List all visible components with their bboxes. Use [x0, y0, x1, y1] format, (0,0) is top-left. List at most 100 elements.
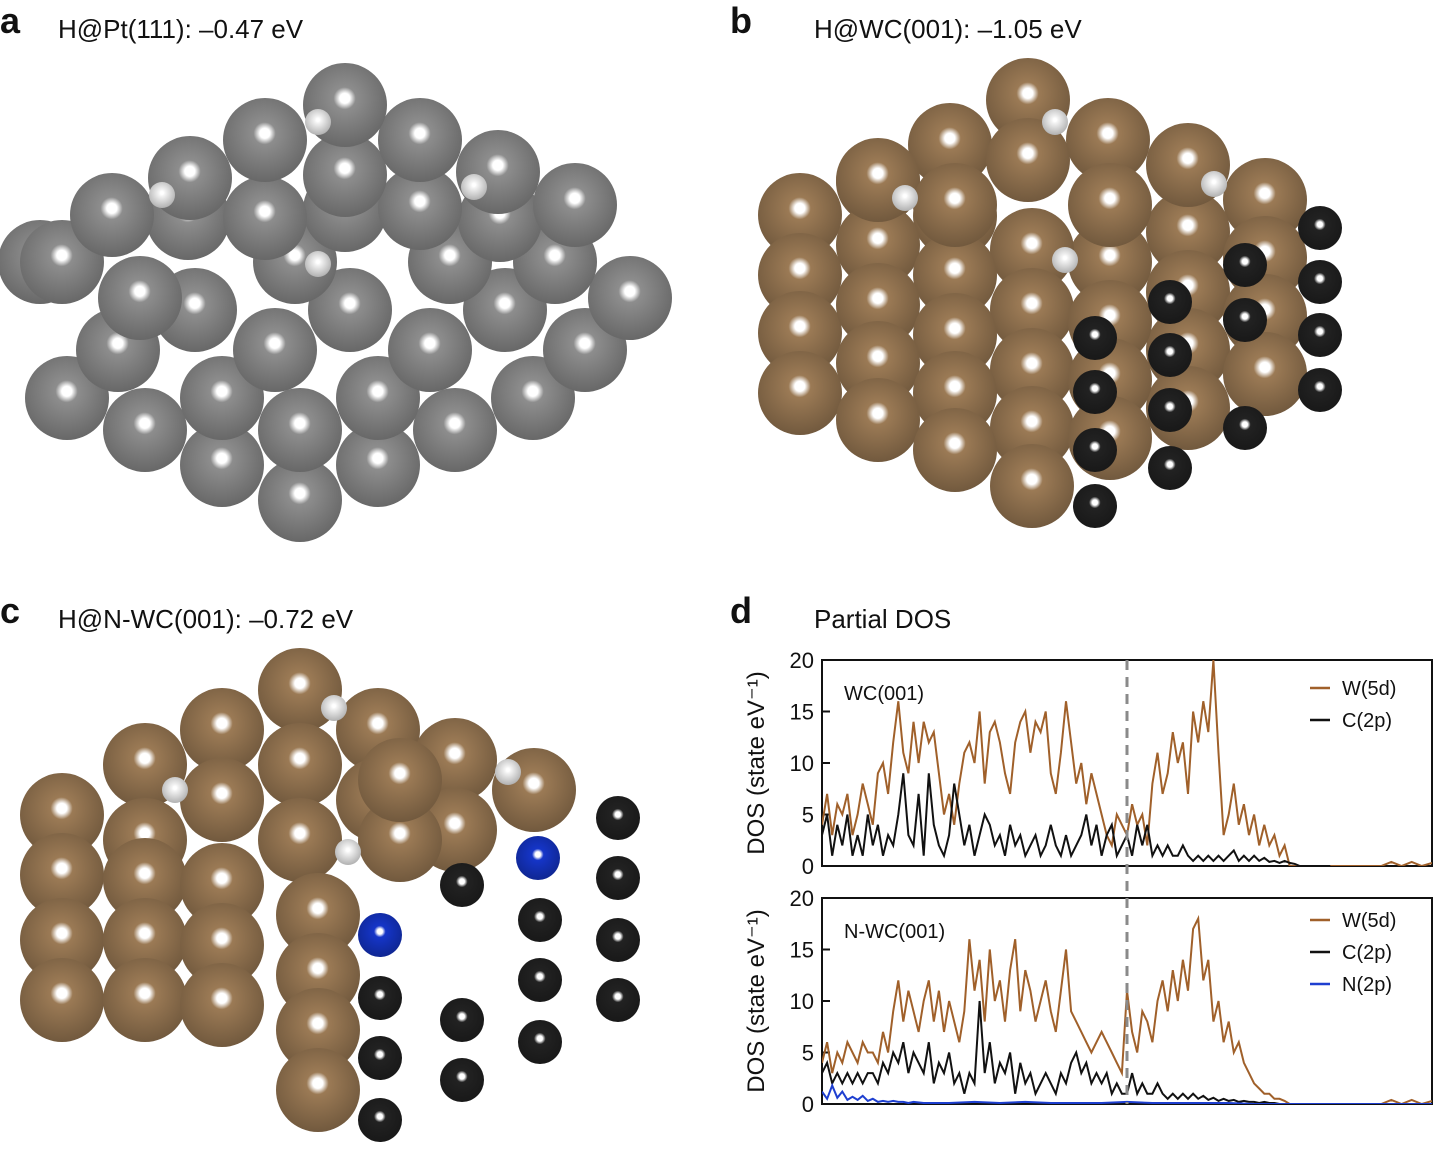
c-atom — [1073, 316, 1117, 360]
h-atom — [321, 695, 347, 721]
w-atom — [20, 773, 104, 857]
w-atom — [913, 163, 997, 247]
w-atom — [358, 798, 442, 882]
c-atom — [1298, 206, 1342, 250]
pt-atom — [378, 166, 462, 250]
w-atom — [758, 291, 842, 375]
w-atom — [913, 233, 997, 317]
h-atom — [305, 109, 331, 135]
pt-atom — [388, 308, 472, 392]
c-atom — [596, 918, 640, 962]
c-atom — [518, 1020, 562, 1064]
h-atom — [162, 777, 188, 803]
pt-atom — [103, 388, 187, 472]
w-atom — [990, 208, 1074, 292]
c-atom — [1223, 406, 1267, 450]
series-line-w5d — [822, 660, 1432, 866]
pt-atom — [223, 176, 307, 260]
w-atom — [258, 648, 342, 732]
c-atom — [1298, 368, 1342, 412]
series-line-w5d — [822, 914, 1432, 1104]
legend-entry: C(2p) — [1342, 710, 1392, 732]
w-atom — [990, 328, 1074, 412]
c-atom — [1298, 313, 1342, 357]
w-atom — [836, 378, 920, 462]
pt-atom — [258, 458, 342, 542]
y-tick-label: 5 — [802, 1041, 814, 1066]
y-tick-label: 10 — [790, 989, 814, 1014]
w-atom — [758, 173, 842, 257]
panel-letter-d: d — [730, 590, 752, 631]
dos-panel-label: N-WC(001) — [844, 921, 945, 943]
c-atom — [440, 998, 484, 1042]
c-atom — [1073, 428, 1117, 472]
w-atom — [20, 833, 104, 917]
pt-atom — [378, 98, 462, 182]
y-tick-label: 0 — [802, 854, 814, 879]
c-atom — [596, 856, 640, 900]
w-atom — [913, 293, 997, 377]
w-atom — [358, 738, 442, 822]
panel-letter-b: b — [730, 0, 752, 41]
legend-entry: C(2p) — [1342, 942, 1392, 964]
y-axis-label: DOS (state eV⁻¹) — [743, 909, 770, 1092]
w-atom — [1223, 332, 1307, 416]
w-atom — [180, 688, 264, 772]
y-tick-label: 0 — [802, 1092, 814, 1117]
legend-entry: N(2p) — [1342, 974, 1392, 996]
c-atom — [358, 1098, 402, 1142]
h-atom — [1042, 109, 1068, 135]
w-atom — [20, 958, 104, 1042]
pt-atom — [258, 388, 342, 472]
panel-title-d: Partial DOS — [814, 604, 952, 634]
h-atom — [1201, 171, 1227, 197]
c-atom — [596, 796, 640, 840]
pt-atom — [533, 163, 617, 247]
pt-atom — [336, 423, 420, 507]
c-atom — [358, 1036, 402, 1080]
c-atom — [1223, 243, 1267, 287]
legend-entry: W(5d) — [1342, 910, 1396, 932]
w-atom — [758, 233, 842, 317]
c-atom — [1073, 484, 1117, 528]
pt-atom — [303, 133, 387, 217]
w-atom — [1223, 158, 1307, 242]
n-atom — [358, 913, 402, 957]
c-atom — [358, 976, 402, 1020]
y-tick-label: 15 — [790, 700, 814, 725]
h-atom — [461, 174, 487, 200]
pt-atom — [233, 308, 317, 392]
h-atom — [149, 182, 175, 208]
pt-atom — [180, 423, 264, 507]
w-atom — [103, 958, 187, 1042]
series-line-n2p — [822, 1082, 1432, 1104]
w-atom — [180, 963, 264, 1047]
pt-atom — [413, 388, 497, 472]
h-atom — [335, 839, 361, 865]
c-atom — [1148, 280, 1192, 324]
panel-title-c: H@N-WC(001): –0.72 eV — [58, 604, 354, 634]
h-atom — [305, 251, 331, 277]
series-line-c2p — [822, 1000, 1331, 1104]
w-atom — [836, 263, 920, 347]
c-atom — [1073, 370, 1117, 414]
w-atom — [990, 268, 1074, 352]
w-atom — [908, 103, 992, 187]
h-atom — [892, 185, 918, 211]
w-atom — [1068, 163, 1152, 247]
w-atom — [180, 843, 264, 927]
y-tick-label: 10 — [790, 751, 814, 776]
pt-atom — [588, 256, 672, 340]
w-atom — [258, 723, 342, 807]
w-atom — [913, 408, 997, 492]
panel-title-a: H@Pt(111): –0.47 eV — [58, 14, 304, 44]
y-tick-label: 20 — [790, 648, 814, 673]
legend-entry: W(5d) — [1342, 678, 1396, 700]
c-atom — [1148, 333, 1192, 377]
h-atom — [1052, 247, 1078, 273]
w-atom — [1066, 98, 1150, 182]
